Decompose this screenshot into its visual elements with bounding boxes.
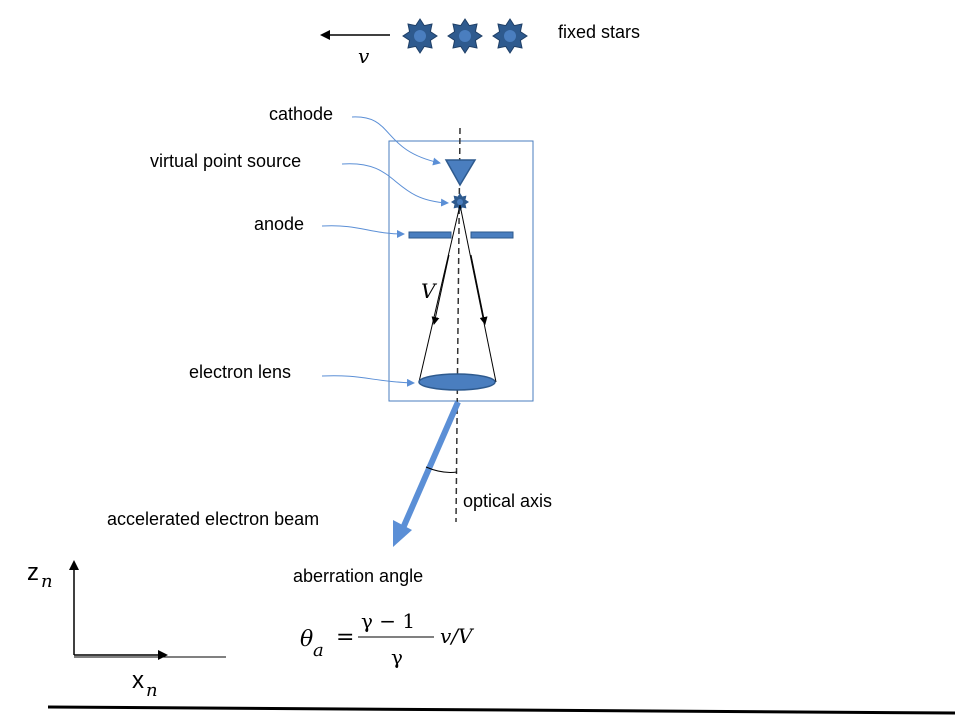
accelerated-beam-arrowhead	[393, 520, 412, 547]
z-axis-subscript: n	[41, 571, 53, 592]
anode-plate-left	[408, 231, 452, 239]
z-axis-label: z	[27, 559, 39, 586]
gun-enclosure	[388, 140, 534, 402]
electron-lens-label: electron lens	[189, 362, 291, 382]
ground-line	[47, 705, 956, 715]
x-axis-subscript: n	[146, 680, 158, 701]
star-icon	[402, 18, 438, 54]
velocity-label: v	[358, 44, 370, 68]
star-icon	[447, 18, 483, 54]
formula-theta-subscript: a	[313, 640, 324, 661]
aberration-angle-arc	[425, 466, 458, 473]
x-axis-label: x	[132, 667, 144, 694]
cathode-pointer	[351, 116, 441, 166]
star-icon	[492, 18, 528, 54]
aberration-angle-label: aberration angle	[293, 566, 423, 586]
point-source-pointer	[341, 163, 449, 207]
triangle-icon	[444, 159, 477, 187]
optical-axis-label: optical axis	[463, 491, 552, 511]
ellipse-icon	[418, 373, 496, 391]
optical-axis-line	[455, 127, 461, 523]
cathode-label: cathode	[269, 104, 333, 124]
formula-denominator: γ	[391, 645, 403, 669]
aberration-formula: θ a = γ − 1 γ v/V	[300, 609, 475, 669]
formula-theta: θ	[300, 627, 313, 652]
star-icon	[451, 193, 469, 211]
beam-cone-left	[418, 204, 461, 383]
formula-equals: =	[336, 625, 354, 650]
anode-plate-right	[470, 231, 514, 239]
formula-rhs: v/V	[440, 624, 475, 648]
lens-pointer	[321, 375, 415, 387]
fixed-stars-label: fixed stars	[558, 22, 640, 42]
beam-cone-right	[459, 204, 497, 383]
anode-label: anode	[254, 214, 304, 234]
accelerated-beam-label: accelerated electron beam	[107, 509, 319, 529]
anode-pointer	[321, 225, 405, 238]
beam-velocity-label: V	[421, 279, 438, 303]
beam-velocity-arrow-right	[470, 254, 488, 325]
formula-numerator: γ − 1	[361, 609, 415, 633]
virtual-point-source-label: virtual point source	[150, 151, 301, 171]
beam-velocity-arrow-left	[431, 254, 450, 325]
